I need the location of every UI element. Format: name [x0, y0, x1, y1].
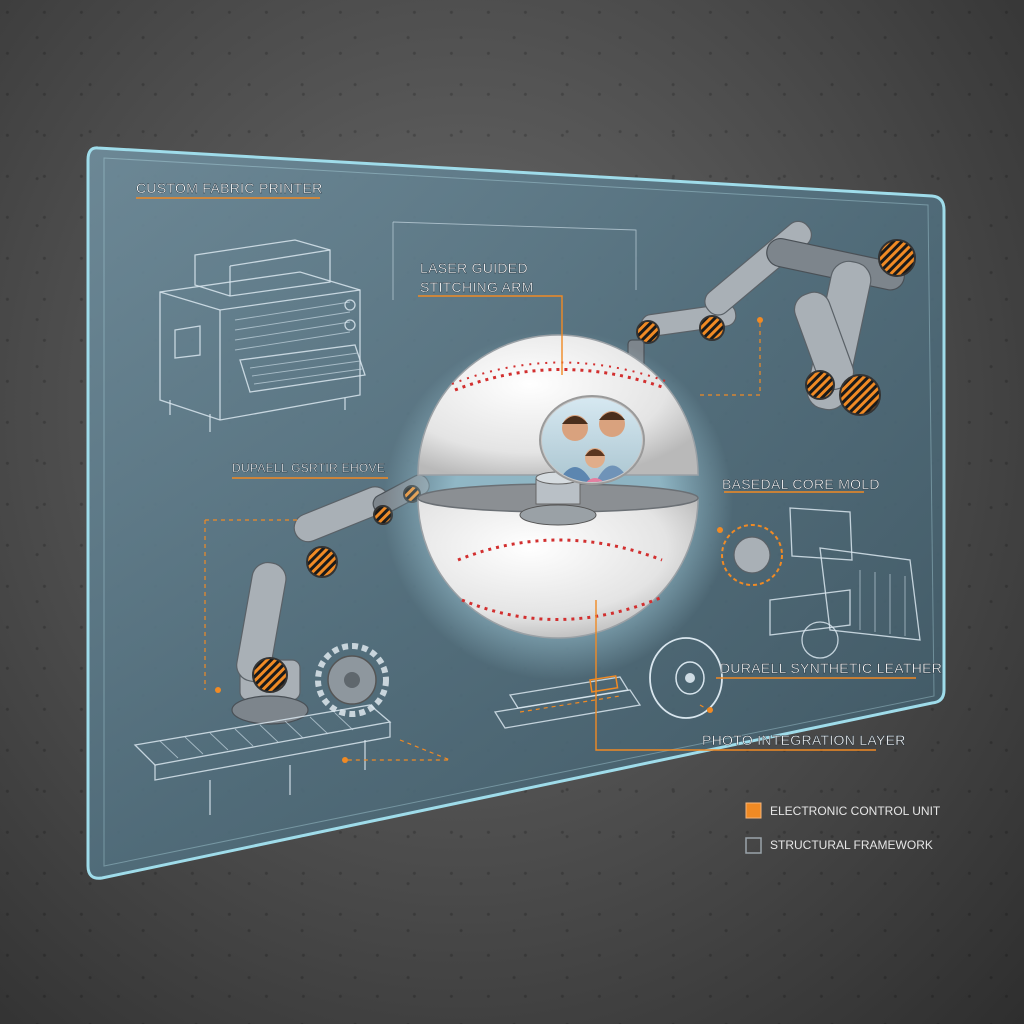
family-photo	[542, 398, 642, 482]
label-fabric-printer: CUSTOM FABRIC PRINTER	[136, 180, 323, 196]
leader-lines	[136, 197, 916, 761]
orange-markers	[215, 317, 763, 763]
label-synthetic-leather: DURAELL SYNTHETIC LEATHER	[720, 660, 942, 676]
legend-label-structural: STRUCTURAL FRAMEWORK	[770, 838, 933, 852]
legend-swatch-structural	[745, 837, 762, 854]
label-left-arm: DUPAELL GSRTIR EHOVE	[232, 461, 385, 475]
fabric-printer-illustration	[159, 239, 366, 432]
label-stitching-arm-line2: STITCHING ARM	[420, 279, 534, 295]
legend: ELECTRONIC CONTROL UNIT STRUCTURAL FRAME…	[745, 802, 941, 854]
legend-swatch-electronic	[745, 802, 762, 819]
gear-illustration	[315, 643, 389, 717]
left-robot-arm	[231, 474, 439, 725]
label-stitching-arm-line1: LASER GUIDED	[420, 260, 528, 276]
core-mold-machine	[721, 507, 921, 659]
label-core-mold: BASEDAL CORE MOLD	[722, 476, 880, 492]
label-photo-layer: PHOTO INTEGRATION LAYER	[702, 732, 906, 748]
slide-assembly	[493, 675, 642, 729]
baseball	[417, 334, 699, 639]
stitching-robot-arm	[627, 220, 916, 416]
legend-label-electronic: ELECTRONIC CONTROL UNIT	[770, 804, 941, 818]
conveyor-belt	[133, 704, 392, 815]
